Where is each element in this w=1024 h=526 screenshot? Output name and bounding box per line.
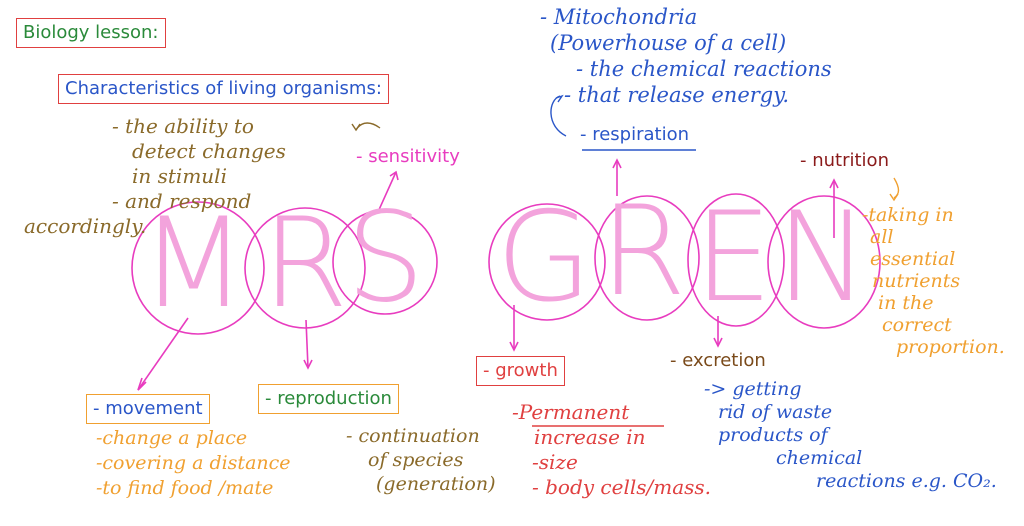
circle-m <box>131 201 265 335</box>
letter-s: S <box>346 186 425 330</box>
notes-sensitivity: - the ability to detect changes in stimu… <box>24 114 286 238</box>
growth-box: - growth <box>476 356 565 386</box>
letter-r: R <box>262 192 349 336</box>
subtitle-box: Characteristics of living organisms: <box>58 74 389 104</box>
notes-reproduction: - continuation of species (generation) <box>346 425 496 495</box>
notes-nutrition: -taking in all essential nutrients in th… <box>862 204 1005 358</box>
notes-excretion: -> getting rid of waste products of chem… <box>704 378 997 492</box>
movement-box: - movement <box>86 394 210 424</box>
circle-s <box>332 209 438 315</box>
title-text: Biology lesson: <box>23 22 159 43</box>
letter-r2: R <box>600 180 687 324</box>
label-excretion: - excretion <box>670 350 766 371</box>
letter-n: N <box>776 186 869 330</box>
notes-growth: -Permanent increase in -size - body cell… <box>512 400 712 499</box>
notes-respiration: - Mitochondria (Powerhouse of a cell) - … <box>540 5 832 107</box>
circle-e <box>687 193 785 327</box>
label-sensitivity: - sensitivity <box>356 146 460 167</box>
reproduction-box: - reproduction <box>258 384 399 414</box>
label-growth: - growth <box>483 360 558 381</box>
label-movement: - movement <box>93 398 203 419</box>
circle-g <box>488 203 606 321</box>
title-box: Biology lesson: <box>16 18 166 48</box>
subtitle-text: Characteristics of living organisms: <box>65 78 382 99</box>
letter-m: M <box>140 192 247 336</box>
notes-movement: -change a place -covering a distance -to… <box>96 427 291 499</box>
letter-e: E <box>694 186 773 330</box>
circle-r1 <box>244 207 366 329</box>
label-respiration: - respiration <box>580 124 690 145</box>
label-reproduction: - reproduction <box>265 388 392 409</box>
letter-g: G <box>496 186 593 330</box>
label-nutrition: - nutrition <box>800 150 889 171</box>
circle-r2 <box>594 195 700 321</box>
circle-n <box>767 195 881 329</box>
